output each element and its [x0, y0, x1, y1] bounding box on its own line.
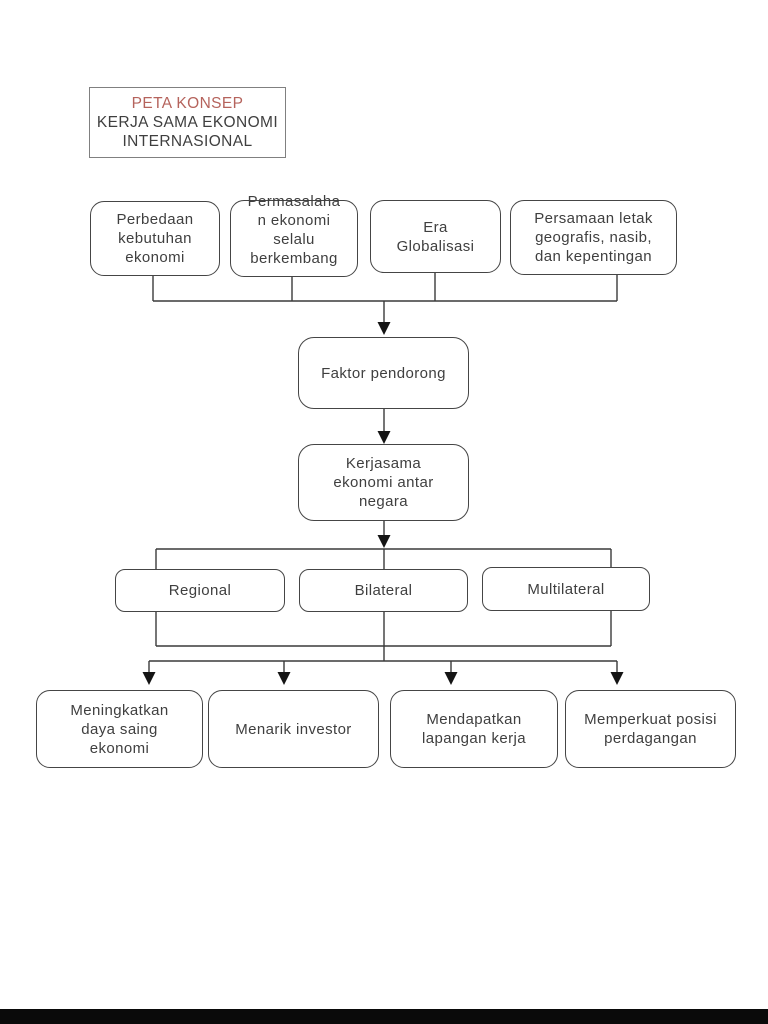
node-label: Mendapatkan lapangan kerja: [421, 711, 526, 747]
arrows-to-benefits: [142, 661, 624, 685]
arrow-core-to-types: [377, 521, 391, 548]
arrowhead-icon: [444, 672, 458, 685]
node-label: Kerjasama ekonomi antar negara: [333, 455, 434, 510]
node-label: Memperkuat posisi perdagangan: [584, 711, 717, 747]
node-label: Perbedaan kebutuhan ekonomi: [116, 211, 194, 266]
arrowhead-icon: [377, 535, 391, 548]
node-menarik-investor: Menarik investor: [208, 690, 379, 768]
top-bracket-lines: [152, 273, 618, 302]
node-label: Menarik investor: [235, 720, 352, 738]
arrowhead-icon: [277, 672, 291, 685]
node-mendapatkan-lapangan-kerja: Mendapatkan lapangan kerja: [390, 690, 558, 768]
node-label: Regional: [168, 582, 232, 599]
page-title: PETA KONSEP: [131, 95, 244, 112]
arrow-driver-to-core: [377, 409, 391, 444]
node-permasalahan-ekonomi: Permasalaha n ekonomi selalu berkembang: [230, 193, 358, 277]
concept-map-title-box: PETA KONSEP KERJA SAMA EKONOMI INTERNASI…: [89, 87, 286, 158]
arrow-to-driver: [377, 301, 391, 335]
node-perbedaan-kebutuhan-ekonomi: Perbedaan kebutuhan ekonomi: [90, 201, 220, 276]
node-label: Meningkatkan daya saing ekonomi: [70, 701, 169, 757]
node-era-globalisasi: Era Globalisasi: [370, 200, 501, 273]
node-label: Persamaan letak geografis, nasib, dan ke…: [534, 210, 653, 265]
node-regional: Regional: [115, 569, 285, 612]
node-label: Permasalaha n ekonomi selalu berkembang: [247, 193, 341, 267]
node-kerjasama-ekonomi-antar-negara: Kerjasama ekonomi antar negara: [298, 444, 469, 521]
arrowhead-icon: [377, 431, 391, 444]
page-subtitle: KERJA SAMA EKONOMI INTERNASIONAL: [96, 114, 279, 150]
node-faktor-pendorong: Faktor pendorong: [298, 337, 469, 409]
node-meningkatkan-daya-saing: Meningkatkan daya saing ekonomi: [36, 690, 203, 768]
node-label: Multilateral: [527, 580, 605, 598]
arrowhead-icon: [610, 672, 624, 685]
node-multilateral: Multilateral: [482, 567, 650, 611]
node-bilateral: Bilateral: [299, 569, 468, 612]
node-memperkuat-posisi-perdagangan: Memperkuat posisi perdagangan: [565, 690, 736, 768]
node-label: Era Globalisasi: [396, 218, 475, 255]
node-label: Faktor pendorong: [321, 364, 446, 382]
page-bottom-bar: [0, 1009, 768, 1024]
node-label: Bilateral: [354, 582, 413, 599]
arrowhead-icon: [377, 322, 391, 335]
node-persamaan-letak-geografis: Persamaan letak geografis, nasib, dan ke…: [510, 200, 677, 275]
arrowhead-icon: [142, 672, 156, 685]
